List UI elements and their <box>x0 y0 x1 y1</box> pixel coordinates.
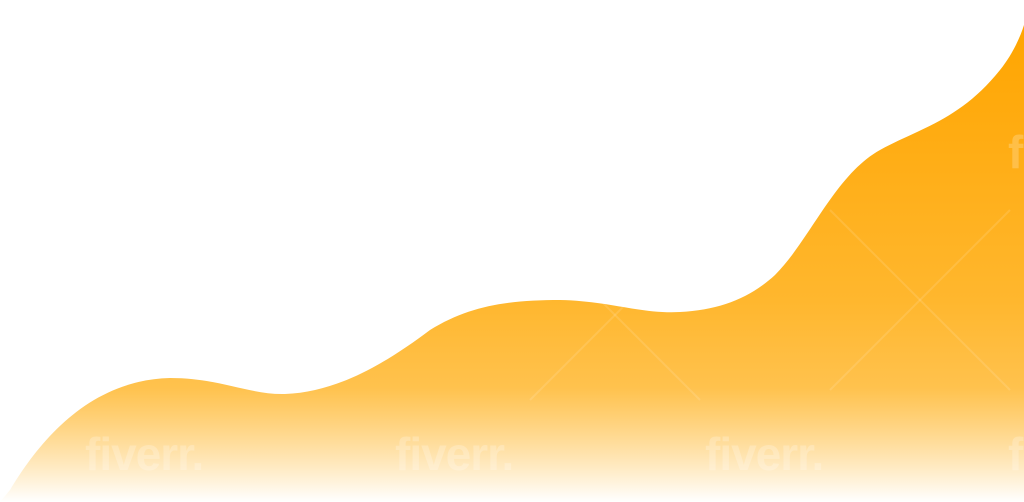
watermark-logo: fiverr. <box>395 126 513 178</box>
watermark-logos: fiverr. fiverr. fiverr. fiverr. fiverr. … <box>85 126 1024 480</box>
watermark-logo: fiverr. <box>395 428 513 480</box>
watermark-logo: fiverr. <box>85 428 203 480</box>
orange-wave-area <box>0 25 1024 502</box>
watermark-logo: fiverr. <box>705 428 823 480</box>
watermark-lines <box>529 209 1011 401</box>
watermark-logo: fiverr. <box>85 126 203 178</box>
watermark-logo: fiverr. <box>1008 428 1024 480</box>
watermark-logo: fiverr. <box>1008 126 1024 178</box>
watermark-logo: fiverr. <box>705 126 823 178</box>
